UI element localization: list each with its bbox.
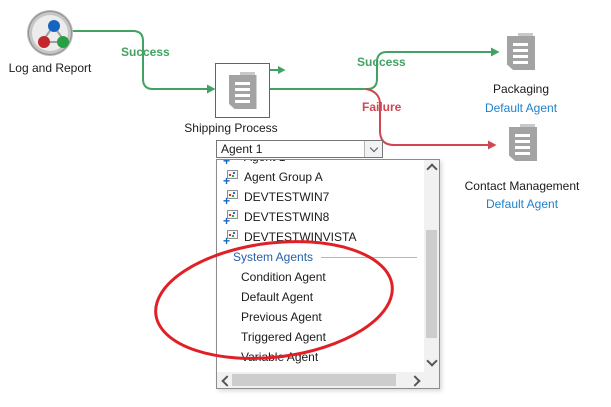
agent-icon: [223, 170, 238, 187]
list-item-label: Agent 1: [244, 160, 285, 164]
horizontal-scrollbar-thumb[interactable]: [232, 374, 396, 386]
vertical-scrollbar[interactable]: [424, 160, 439, 372]
list-item[interactable]: DEVTESTWIN8: [217, 207, 423, 227]
agent-icon: [223, 210, 238, 227]
shipping-process-label: Shipping Process: [184, 121, 278, 135]
list-item[interactable]: Agent Group A: [217, 167, 423, 187]
red-dot: [38, 36, 50, 48]
log-and-report-label: Log and Report: [8, 61, 92, 75]
packaging-label: Packaging: [492, 82, 550, 96]
contact-management-agent-link[interactable]: Default Agent: [485, 197, 559, 211]
packaging-agent-link[interactable]: Default Agent: [484, 101, 558, 115]
agent-combobox[interactable]: Agent 1: [216, 140, 383, 158]
list-item-label: System Agents: [233, 250, 314, 264]
list-item[interactable]: Triggered Agent: [217, 327, 423, 347]
contact-management-label: Contact Management: [464, 179, 580, 193]
green-dot: [57, 36, 69, 48]
list-item-label: Default Agent: [241, 290, 314, 304]
list-item[interactable]: Condition Agent: [217, 267, 423, 287]
header-divider-line: [321, 256, 417, 258]
list-item[interactable]: Default Agent: [217, 287, 423, 307]
list-viewport: Agent 1 Agent Group A DEVTESTWIN7DEVTESTWI…: [217, 160, 423, 371]
shipping-process-node[interactable]: [215, 63, 270, 118]
combobox-dropdown-button[interactable]: [364, 141, 382, 157]
list-item[interactable]: Agent 1: [217, 160, 423, 167]
packaging-node-icon[interactable]: [507, 33, 535, 70]
list-item[interactable]: Variable Agent: [217, 347, 423, 367]
failure-label: Failure: [362, 100, 402, 114]
scroll-up-icon[interactable]: [426, 163, 438, 175]
success-label-1: Success: [121, 45, 170, 59]
list-item-label: Agent Group A: [244, 170, 323, 184]
scroll-left-icon[interactable]: [221, 375, 233, 387]
list-item-label: DEVTESTWINVISTA: [244, 230, 357, 244]
agent-icon: [223, 190, 238, 207]
blue-dot: [48, 20, 60, 32]
workflow-start-icon: [32, 15, 69, 51]
log-and-report-node-icon[interactable]: [28, 11, 72, 55]
list-item-label: Condition Agent: [241, 270, 326, 284]
success-label-2: Success: [357, 55, 406, 69]
contact-management-node-icon[interactable]: [509, 124, 537, 161]
chevron-down-icon: [369, 143, 378, 153]
list-item[interactable]: Previous Agent: [217, 307, 423, 327]
list-item-label: Triggered Agent: [241, 330, 326, 344]
vertical-scrollbar-thumb[interactable]: [426, 230, 437, 338]
list-item-label: Variable Agent: [241, 350, 319, 364]
scroll-down-icon[interactable]: [426, 355, 438, 367]
list-group-header: System Agents: [217, 247, 423, 267]
horizontal-scrollbar[interactable]: [217, 372, 439, 388]
agent-dropdown-list: Agent 1 Agent Group A DEVTESTWIN7DEVTESTWI…: [216, 159, 440, 389]
list-item[interactable]: DEVTESTWIN7: [217, 187, 423, 207]
list-item-label: DEVTESTWIN8: [244, 210, 330, 224]
list-item-label: DEVTESTWIN7: [244, 190, 330, 204]
scroll-right-icon[interactable]: [409, 375, 421, 387]
combobox-value: Agent 1: [221, 142, 263, 156]
list-item-label: Previous Agent: [241, 310, 322, 324]
task-document-icon: [228, 72, 257, 109]
list-item[interactable]: DEVTESTWINVISTA: [217, 227, 423, 247]
agent-icon: [223, 160, 238, 167]
agent-icon: [223, 230, 238, 247]
